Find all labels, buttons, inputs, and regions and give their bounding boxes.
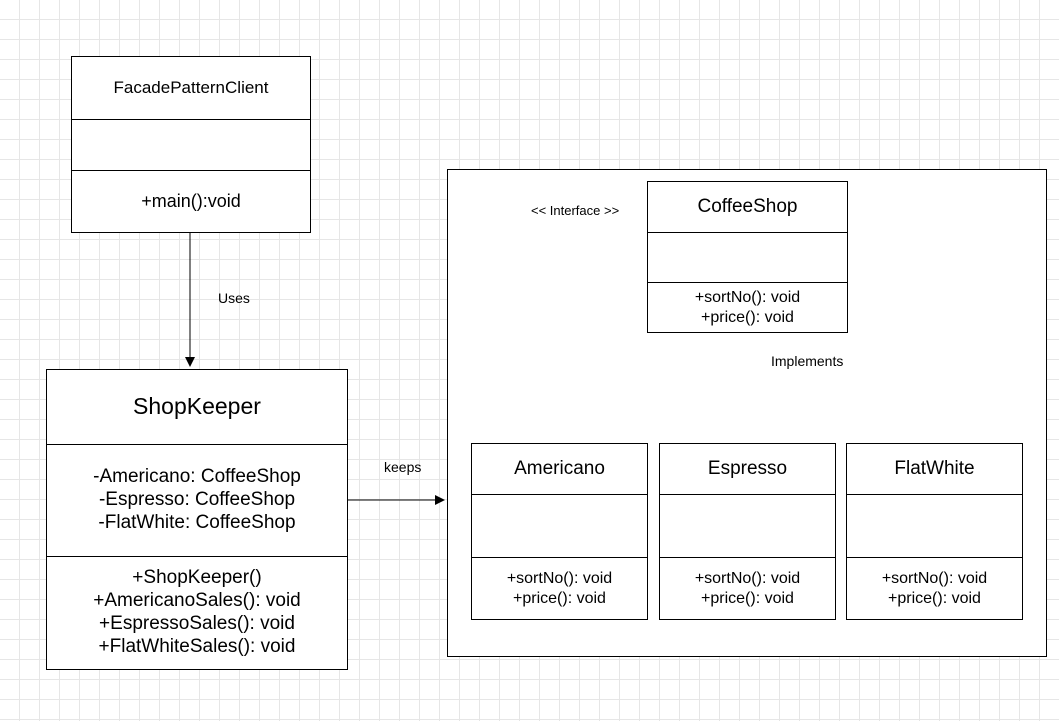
methods-section: +sortNo(): void +price(): void — [648, 283, 847, 332]
class-name: Americano — [514, 457, 605, 479]
methods-section: +main():void — [72, 171, 310, 232]
method: +ShopKeeper() — [132, 567, 262, 589]
methods-section: +sortNo(): void +price(): void — [847, 558, 1022, 619]
attributes-section — [72, 120, 310, 171]
class-name-section: Americano — [472, 444, 647, 495]
class-name-section: FacadePatternClient — [72, 57, 310, 120]
class-name-section: CoffeeShop — [648, 182, 847, 233]
interface-stereotype: << Interface >> — [531, 203, 620, 218]
method: +sortNo(): void — [506, 570, 613, 588]
class-name: CoffeeShop — [697, 195, 798, 217]
class-name: FlatWhite — [894, 457, 975, 479]
method: +AmericanoSales(): void — [93, 590, 301, 612]
method: +price(): void — [701, 589, 794, 607]
class-flatwhite[interactable]: FlatWhite +sortNo(): void +price(): void — [846, 443, 1023, 620]
class-name-section: ShopKeeper — [47, 370, 347, 445]
class-name-section: FlatWhite — [847, 444, 1022, 495]
attributes-section — [847, 495, 1022, 558]
method: +price(): void — [513, 589, 606, 607]
class-name-section: Espresso — [660, 444, 835, 495]
class-espresso[interactable]: Espresso +sortNo(): void +price(): void — [659, 443, 836, 620]
attribute: -Espresso: CoffeeShop — [98, 489, 296, 511]
class-name: ShopKeeper — [133, 393, 261, 420]
methods-section: +sortNo(): void +price(): void — [660, 558, 835, 619]
interface-coffeeshop[interactable]: CoffeeShop +sortNo(): void +price(): voi… — [647, 181, 848, 333]
method: +sortNo(): void — [881, 570, 988, 588]
method: +sortNo(): void — [694, 289, 801, 307]
attribute: -Americano: CoffeeShop — [93, 466, 301, 488]
methods-section: +sortNo(): void +price(): void — [472, 558, 647, 619]
method: +FlatWhiteSales(): void — [98, 635, 296, 657]
method: +main():void — [141, 190, 241, 211]
class-name: FacadePatternClient — [113, 77, 269, 97]
attributes-section — [648, 233, 847, 283]
keeps-label: keeps — [384, 459, 422, 475]
class-facade-pattern-client[interactable]: FacadePatternClient +main():void — [71, 56, 311, 233]
method: +price(): void — [888, 589, 981, 607]
class-americano[interactable]: Americano +sortNo(): void +price(): void — [471, 443, 648, 620]
attributes-section — [472, 495, 647, 558]
attribute: -FlatWhite: CoffeeShop — [98, 511, 296, 533]
method: +price(): void — [701, 308, 794, 326]
attributes-section: -Americano: CoffeeShop -Espresso: Coffee… — [47, 445, 347, 557]
method: +EspressoSales(): void — [99, 613, 295, 634]
implements-label: Implements — [771, 353, 844, 369]
methods-section: +ShopKeeper() +AmericanoSales(): void +E… — [47, 557, 347, 669]
uses-label: Uses — [218, 290, 250, 306]
attributes-section — [660, 495, 835, 558]
method: +sortNo(): void — [694, 570, 801, 588]
class-name: Espresso — [707, 457, 788, 479]
class-shopkeeper[interactable]: ShopKeeper -Americano: CoffeeShop -Espre… — [46, 369, 348, 670]
